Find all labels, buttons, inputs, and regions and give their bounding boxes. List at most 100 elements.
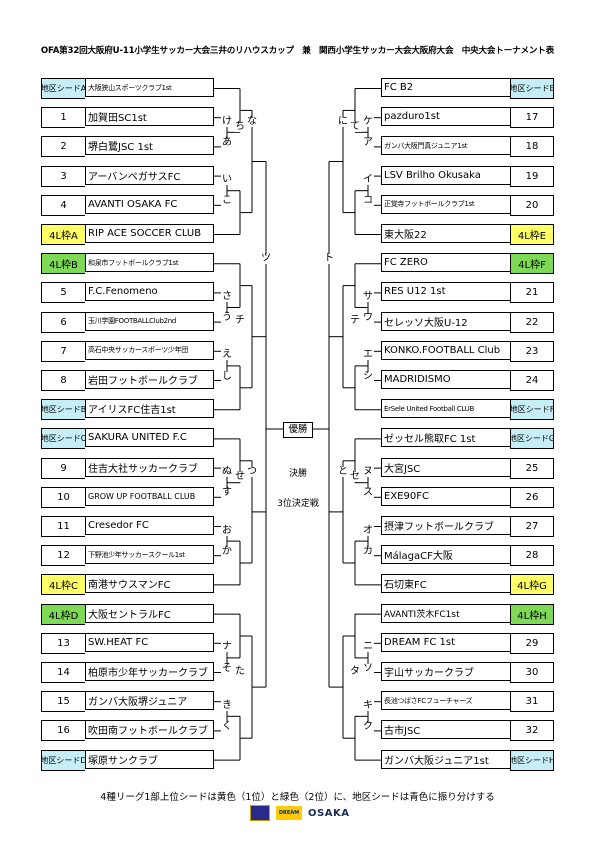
- round-label: あ: [221, 136, 233, 148]
- seed-number: 地区シードH: [510, 749, 554, 771]
- seed-number: 17: [510, 107, 554, 129]
- seed-number: 地区シードE: [510, 78, 554, 99]
- team-name: 正覚寺フットボールクラブ1st: [381, 194, 510, 214]
- osaka-logo-icon: OSAKA: [308, 807, 350, 819]
- seed-number: 1: [41, 107, 85, 129]
- seed-number: 7: [41, 340, 85, 362]
- sponsor-logos: DREAM OSAKA: [250, 805, 350, 821]
- team-name: セレッソ大阪U-12: [381, 311, 510, 331]
- round-label: タ: [349, 665, 361, 677]
- seed-number: 29: [510, 632, 554, 654]
- seed-number: 4L枠H: [510, 603, 554, 625]
- round-label: え: [221, 349, 233, 361]
- team-name: 大阪セントラルFC: [85, 603, 214, 623]
- team-name: 南港サウスマンFC: [85, 574, 214, 594]
- round-label: た: [234, 665, 246, 677]
- round-label: ツ: [260, 253, 272, 265]
- team-name: 大宮JSC: [381, 457, 510, 477]
- seed-number: 6: [41, 311, 85, 333]
- seed-number: 23: [510, 340, 554, 362]
- team-name: LSV Brilho Okusaka: [381, 165, 510, 185]
- team-name: 大阪狭山スポーツクラブ1st: [85, 78, 214, 97]
- round-label: ス: [362, 487, 374, 499]
- round-label: つ: [246, 465, 258, 477]
- seed-number: 24: [510, 370, 554, 391]
- round-label: き: [221, 699, 233, 711]
- seed-number: 地区シードA: [41, 78, 85, 99]
- round-label: ナ: [221, 641, 233, 653]
- team-name: SAKURA UNITED F.C: [85, 428, 214, 448]
- seed-number: 22: [510, 311, 554, 333]
- team-name: FC B2: [381, 78, 510, 97]
- seed-number: 32: [510, 720, 554, 742]
- seed-number: 3: [41, 165, 85, 187]
- seed-number: 25: [510, 457, 554, 479]
- round-label: セ: [349, 470, 361, 482]
- team-name: EXE90FC: [381, 486, 510, 506]
- page-title: OFA第32回大阪府U-11小学生サッカー大会三井のリハウスカップ 兼 関西小学…: [40, 46, 555, 56]
- team-name: 玉川学園FOOTBALLClub2nd: [85, 311, 214, 331]
- round-label: ぬ: [221, 466, 233, 478]
- team-name: 柏原市少年サッカークラブ: [85, 662, 214, 681]
- team-name: RES U12 1st: [381, 282, 510, 302]
- round-label: ケ: [362, 115, 374, 127]
- team-name: DREAM FC 1st: [381, 632, 510, 652]
- seed-number: 27: [510, 516, 554, 537]
- team-name: SW.HEAT FC: [85, 632, 214, 652]
- seed-number: 16: [41, 720, 85, 742]
- round-label: エ: [362, 349, 374, 361]
- round-label: イ: [362, 174, 374, 186]
- seed-number: 地区シードB: [41, 399, 85, 421]
- round-label: お: [221, 524, 233, 536]
- round-label: ソ: [362, 662, 374, 674]
- team-name: AVANTI茨木FC1st: [381, 603, 510, 623]
- jfa-logo-icon: [250, 805, 270, 821]
- team-name: 古市JSC: [381, 720, 510, 740]
- team-name: 和泉市フットボールクラブ1st: [85, 253, 214, 273]
- round-label: こ: [221, 195, 233, 207]
- round-label: す: [221, 487, 233, 499]
- team-name: 宇山サッカークラブ: [381, 662, 510, 681]
- seed-number: 2: [41, 136, 85, 158]
- team-name: 堺白鷺JSC 1st: [85, 136, 214, 156]
- team-name: MADRIDISMO: [381, 370, 510, 389]
- round-label: け: [221, 115, 233, 127]
- team-name: ErSele United Football CLUB: [381, 399, 510, 419]
- round-label: て: [349, 120, 361, 132]
- team-name: ガンバ大阪堺ジュニア: [85, 691, 214, 711]
- round-label: し: [221, 370, 233, 382]
- team-name: 東大阪22: [381, 224, 510, 243]
- team-name: アイリスFC住吉1st: [85, 399, 214, 419]
- team-name: ガンバ大阪ジュニア1st: [381, 749, 510, 769]
- footnote: 4種リーグ1部上位シードは黄色（1位）と緑色（2位）に、地区シードは青色に振り分…: [100, 792, 495, 803]
- round-label: に: [337, 115, 349, 127]
- round-label: ト: [323, 253, 335, 265]
